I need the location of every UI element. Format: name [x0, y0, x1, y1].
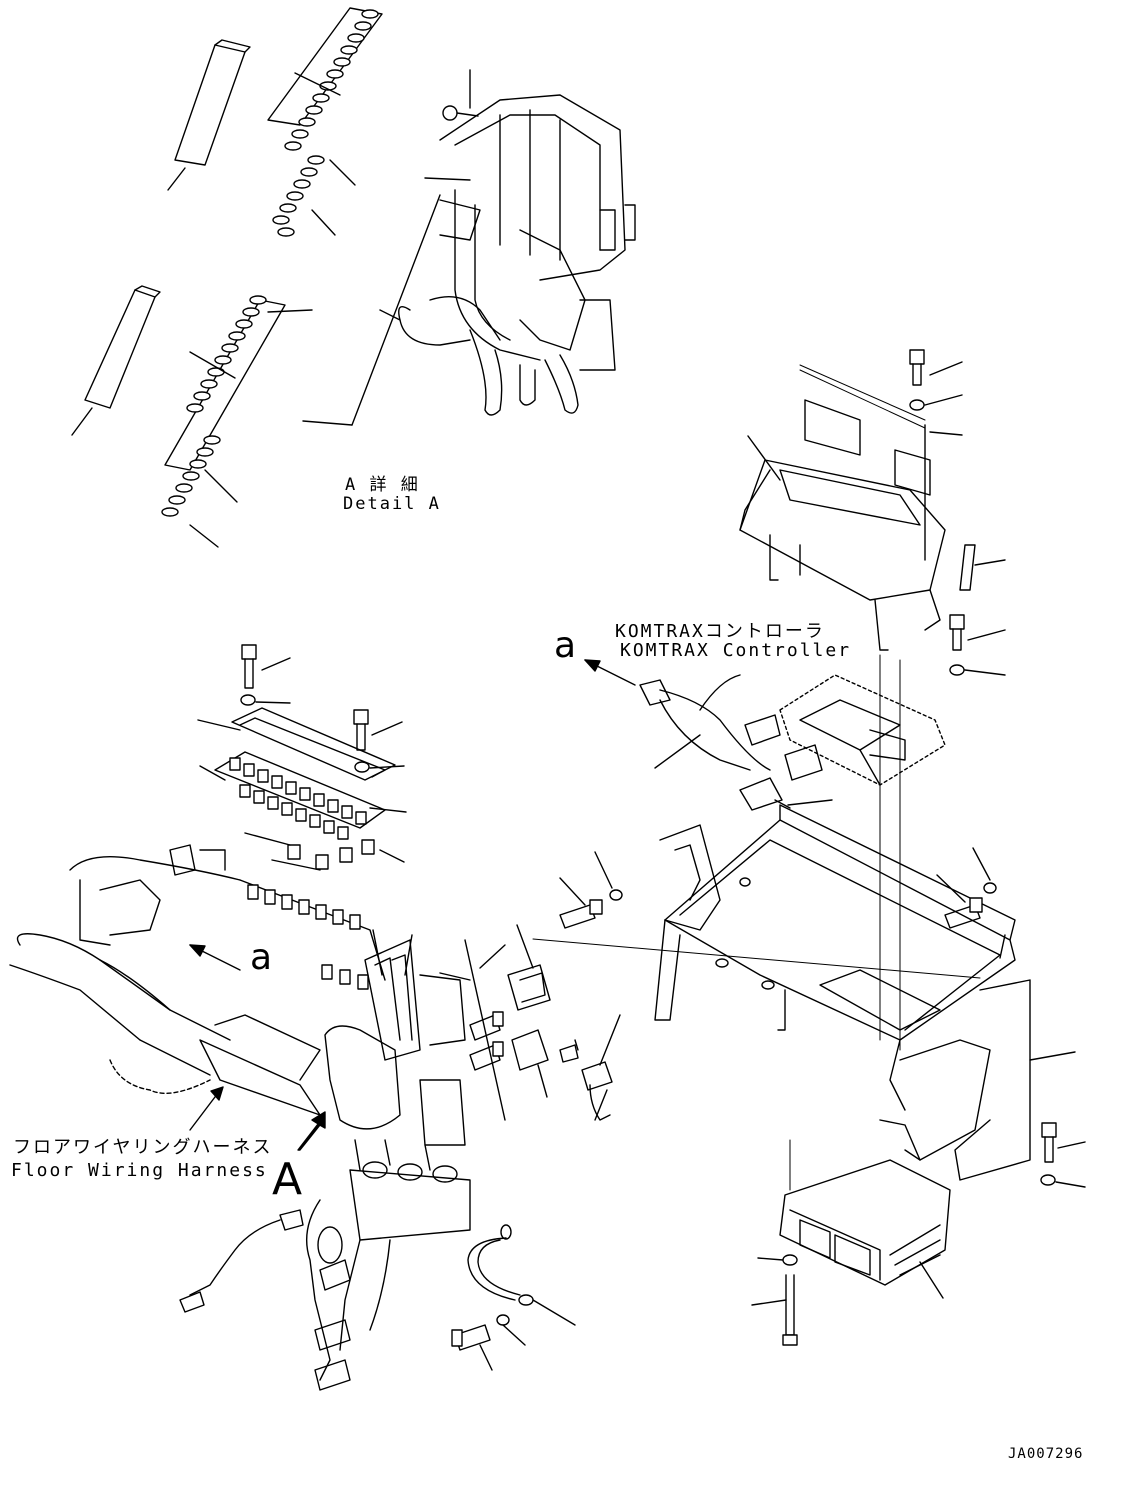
- terminal-strip-lower: [161, 295, 313, 548]
- harness-label-jp: フロアワイヤリングハーネス: [13, 1137, 273, 1158]
- bolts-upper-right: [909, 349, 1006, 676]
- harness-label-en: Floor Wiring Harness: [11, 1160, 268, 1181]
- fuse-bracket-upper: [739, 364, 1006, 651]
- small-parts: [464, 924, 621, 1121]
- detail-a-title-jp: A 詳 細: [345, 475, 420, 495]
- drawing-number: JA007296: [1008, 1446, 1084, 1462]
- detail-a-title-en: Detail A: [343, 494, 441, 514]
- ref-arrows: [189, 659, 636, 1151]
- detail-marker-a: A: [272, 1154, 303, 1205]
- bolts-lower-right: [1040, 1122, 1086, 1188]
- detail-a-leaders: [302, 69, 471, 426]
- ground-strap: [451, 1224, 576, 1371]
- detail-a-harness: [398, 94, 636, 416]
- relay-holder-lower: [71, 285, 161, 436]
- ref-a-lower: a: [250, 937, 273, 978]
- controller-unit: [751, 1139, 951, 1346]
- komtrax-label-jp: KOMTRAXコントローラ: [615, 621, 825, 642]
- harness-leaders: [372, 929, 471, 981]
- bracket-bolts: [559, 847, 997, 929]
- floor-wiring-harness: [9, 844, 471, 1391]
- ref-a-upper: a: [554, 625, 577, 666]
- terminal-strip-upper: [267, 7, 383, 237]
- relay-box-bolts: [240, 644, 405, 773]
- komtrax-controller: [779, 654, 946, 1051]
- main-bracket: [532, 804, 1076, 1181]
- relay-holder-upper: [167, 39, 251, 191]
- komtrax-label-en: KOMTRAX Controller: [620, 640, 852, 661]
- komtrax-harness: [639, 674, 833, 811]
- relay-box: [197, 707, 407, 871]
